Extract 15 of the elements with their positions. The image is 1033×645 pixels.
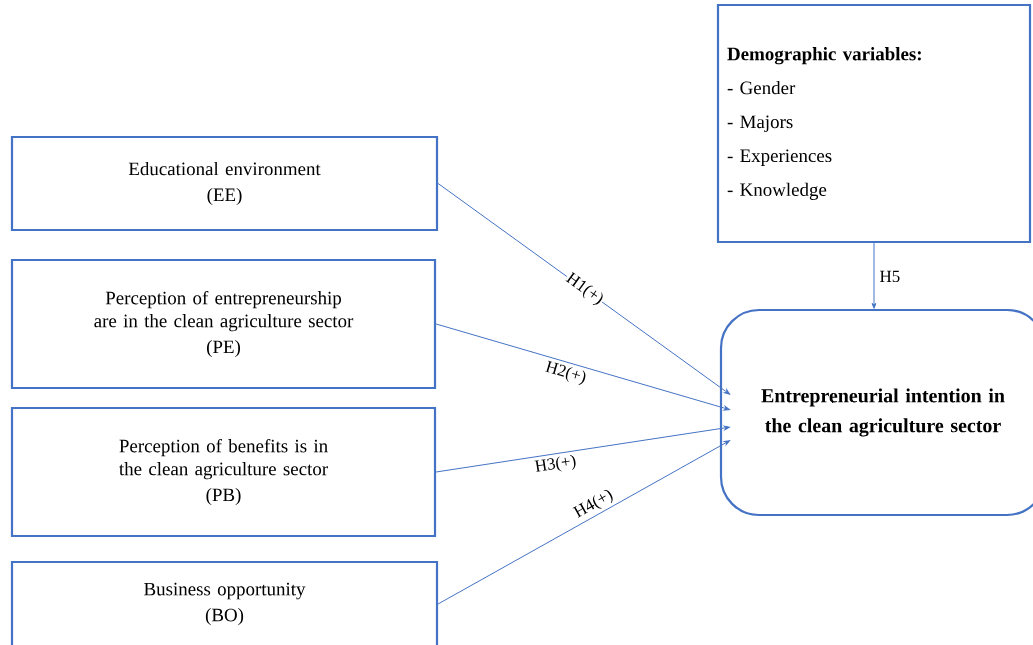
factor-box: Business opportunity (BO): [10, 560, 439, 645]
edge-label: H3(+): [534, 454, 576, 472]
arrow: [437, 183, 731, 395]
factor-box: Educational environment (EE): [10, 135, 439, 232]
factor-box: Perception of entrepreneurship are in the clean agriculture sector (PE): [10, 258, 437, 390]
arrow: [435, 425, 730, 473]
edge-label: H2(+): [545, 360, 586, 385]
outcome-box: Entrepreneurial intention in the clean agriculture sector: [719, 308, 1033, 517]
edge-label: H4(+): [572, 489, 613, 518]
arrow: [871, 242, 877, 309]
variables-box: Demographic variables: - Gender - Majors - Experiences - Knowledge: [716, 3, 1032, 244]
arrow: [437, 440, 731, 605]
factor-box: Perception of benefits is in the clean agriculture sector (PB): [10, 406, 437, 538]
arrow: [435, 323, 730, 411]
edge-label: H5: [880, 270, 900, 283]
